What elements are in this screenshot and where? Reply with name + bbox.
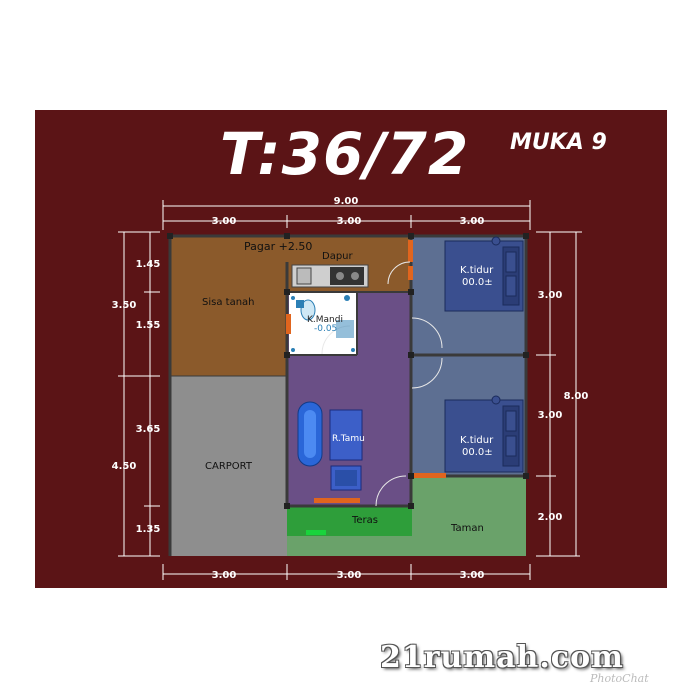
dim-bottom-3: 3.00 xyxy=(460,570,485,581)
ktidur-1-level: 00.0± xyxy=(462,277,493,288)
dim-left-inner-4: 1.35 xyxy=(136,524,161,535)
pagar-label: Pagar +2.50 xyxy=(244,240,312,253)
dim-top-1: 3.00 xyxy=(212,216,237,227)
ktidur-1-label: K.tidur xyxy=(460,265,494,276)
dim-top-2: 3.00 xyxy=(337,216,362,227)
dim-right-total: 8.00 xyxy=(564,391,589,402)
watermark-sub: PhotoChat xyxy=(590,672,649,685)
teras-area xyxy=(287,506,412,536)
dim-bottom-1: 3.00 xyxy=(212,570,237,581)
sisa-tanah-area xyxy=(170,236,287,376)
ktidur-2-level: 00.0± xyxy=(462,447,493,458)
plan-title: T:36/72 xyxy=(220,120,470,188)
living-furniture xyxy=(297,401,363,491)
posts xyxy=(167,233,529,509)
dimension-lines xyxy=(118,200,582,580)
watermark: 21rumah.com xyxy=(380,640,624,675)
kitchen-counter xyxy=(291,264,369,288)
dim-left-inner-1: 1.45 xyxy=(136,259,161,270)
teras-label: Teras xyxy=(351,515,378,526)
kamar-mandi-level: -0.05 xyxy=(314,324,337,334)
dim-bottom-2: 3.00 xyxy=(337,570,362,581)
dim-right-2: 3.00 xyxy=(538,410,563,421)
dim-top-3: 3.00 xyxy=(460,216,485,227)
bath-fixtures xyxy=(291,295,355,352)
carport-label: CARPORT xyxy=(205,461,253,472)
dim-left-outer-1: 3.50 xyxy=(112,300,137,311)
dim-left-inner-3: 3.65 xyxy=(136,424,161,435)
dapur-label: Dapur xyxy=(322,251,354,262)
sisa-tanah-label: Sisa tanah xyxy=(202,297,255,308)
dim-right-1: 3.00 xyxy=(538,290,563,301)
kamar-mandi-label: K.Mandi xyxy=(307,315,343,325)
dim-right-3: 2.00 xyxy=(538,512,563,523)
ruang-tamu-label: R.Tamu xyxy=(332,434,365,444)
taman-label: Taman xyxy=(450,523,484,534)
taman-area-right xyxy=(412,476,526,556)
bed-2 xyxy=(444,395,524,473)
plan-subtitle: MUKA 9 xyxy=(510,130,607,155)
bed-1 xyxy=(444,236,524,312)
doors-windows xyxy=(286,240,446,535)
dim-top-total: 9.00 xyxy=(334,196,359,207)
dim-left-outer-2: 4.50 xyxy=(112,461,137,472)
ktidur-2-label: K.tidur xyxy=(460,435,494,446)
dim-left-inner-2: 1.55 xyxy=(136,320,161,331)
carport-area xyxy=(170,376,287,556)
